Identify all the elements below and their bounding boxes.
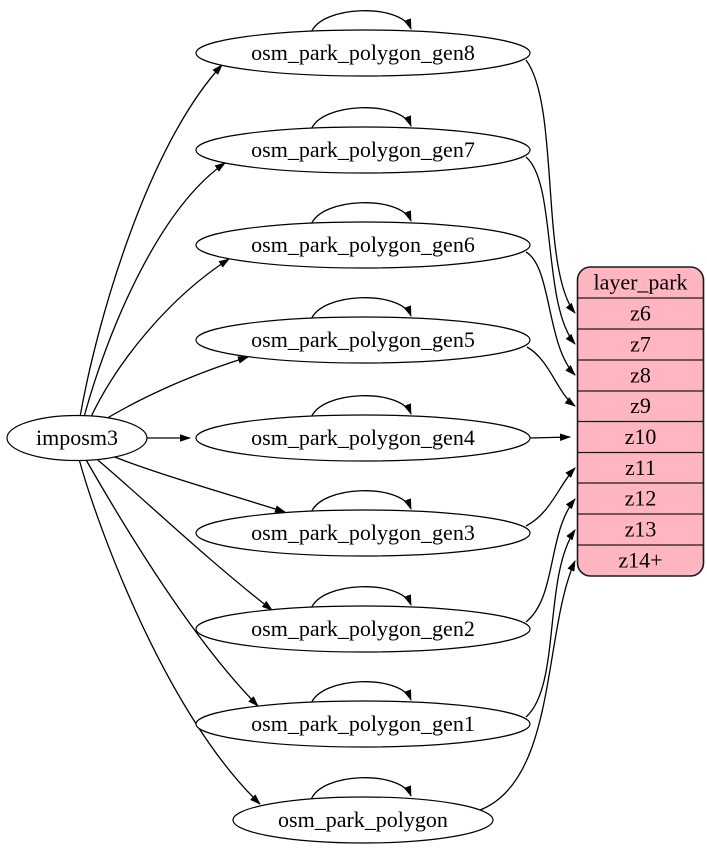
edges-tables-to-layer xyxy=(479,59,576,811)
edge-imposm3-to-gen3 xyxy=(101,451,286,513)
gen8-ellipse xyxy=(195,29,531,77)
row-z11: z11 xyxy=(625,455,656,480)
row-z7: z7 xyxy=(630,332,651,357)
node-osm-park-polygon-gen8: osm_park_polygon_gen8 xyxy=(195,29,531,77)
self-loop-gen6 xyxy=(310,202,412,226)
self-loop-gen5 xyxy=(310,297,412,321)
imposm3-label: imposm3 xyxy=(36,425,118,450)
row-z12: z12 xyxy=(625,486,657,511)
polygon-label: osm_park_polygon xyxy=(278,807,448,832)
gen7-label: osm_park_polygon_gen7 xyxy=(251,137,475,162)
gen5-ellipse xyxy=(195,316,531,364)
self-loop-gen4 xyxy=(310,395,412,419)
node-osm-park-polygon-gen1: osm_park_polygon_gen1 xyxy=(195,700,531,748)
self-loop-gen1 xyxy=(310,681,412,705)
row-z13: z13 xyxy=(625,517,657,542)
edge-imposm3-to-gen6 xyxy=(89,258,230,420)
gen1-label: osm_park_polygon_gen1 xyxy=(251,711,475,736)
gen4-label: osm_park_polygon_gen4 xyxy=(251,425,475,450)
edge-gen7-to-z7 xyxy=(525,156,576,345)
edge-gen4-to-z10 xyxy=(529,433,571,442)
gen3-ellipse xyxy=(195,509,531,557)
layer-park-title: layer_park xyxy=(593,270,687,295)
self-loop-polygon xyxy=(310,777,412,801)
node-osm-park-polygon-gen5: osm_park_polygon_gen5 xyxy=(195,316,531,364)
table-nodes: osm_park_polygon_gen8 osm_park_polygon_g… xyxy=(195,29,531,844)
edge-gen6-to-z8 xyxy=(525,251,576,376)
gen1-ellipse xyxy=(195,700,531,748)
edge-gen8-to-z6 xyxy=(525,59,576,314)
gen2-ellipse xyxy=(195,605,531,653)
edge-imposm3-to-gen8 xyxy=(79,64,223,418)
gen6-ellipse xyxy=(195,221,531,269)
self-loop-gen2 xyxy=(310,586,412,610)
row-z14: z14+ xyxy=(618,548,662,573)
edge-polygon-to-z14 xyxy=(479,560,576,811)
node-osm-park-polygon-gen4: osm_park_polygon_gen4 xyxy=(195,414,531,462)
row-z6: z6 xyxy=(630,301,651,326)
row-z10: z10 xyxy=(625,424,657,449)
edge-gen5-to-z9 xyxy=(526,346,576,407)
self-loop-gen8 xyxy=(310,10,412,34)
node-imposm3: imposm3 xyxy=(6,414,148,462)
polygon-ellipse xyxy=(232,796,494,844)
edge-imposm3-to-gen1 xyxy=(84,457,259,707)
node-osm-park-polygon-gen3: osm_park_polygon_gen3 xyxy=(195,509,531,557)
node-osm-park-polygon-gen7: osm_park_polygon_gen7 xyxy=(195,126,531,174)
edge-gen2-to-z12 xyxy=(525,498,576,623)
self-loop-gen7 xyxy=(310,107,412,131)
gen6-label: osm_park_polygon_gen6 xyxy=(251,232,475,257)
edge-imposm3-to-gen2 xyxy=(92,455,273,611)
row-z9: z9 xyxy=(630,393,651,418)
node-osm-park-polygon-gen6: osm_park_polygon_gen6 xyxy=(195,221,531,269)
edge-imposm3-to-gen7 xyxy=(83,162,226,418)
edges-imposm3-to-tables xyxy=(78,64,286,805)
edge-gen1-to-z13 xyxy=(525,529,576,718)
self-loop-gen3 xyxy=(310,490,412,514)
edge-gen3-to-z11 xyxy=(525,467,576,527)
node-osm-park-polygon: osm_park_polygon xyxy=(232,796,494,844)
gen3-label: osm_park_polygon_gen3 xyxy=(251,520,475,545)
imposm3-ellipse xyxy=(6,414,148,462)
gen7-ellipse xyxy=(195,126,531,174)
self-loop-edges xyxy=(310,10,412,801)
gen8-label: osm_park_polygon_gen8 xyxy=(251,40,475,65)
gen2-label: osm_park_polygon_gen2 xyxy=(251,616,475,641)
edge-imposm3-to-gen5 xyxy=(98,356,249,424)
gen4-ellipse xyxy=(195,414,531,462)
gen5-label: osm_park_polygon_gen5 xyxy=(251,327,475,352)
node-layer-park: layer_park z6 z7 z8 z9 z10 z11 z12 z13 z… xyxy=(576,266,705,577)
row-z8: z8 xyxy=(630,363,651,388)
node-osm-park-polygon-gen2: osm_park_polygon_gen2 xyxy=(195,605,531,653)
edge-imposm3-to-polygon xyxy=(78,458,261,805)
